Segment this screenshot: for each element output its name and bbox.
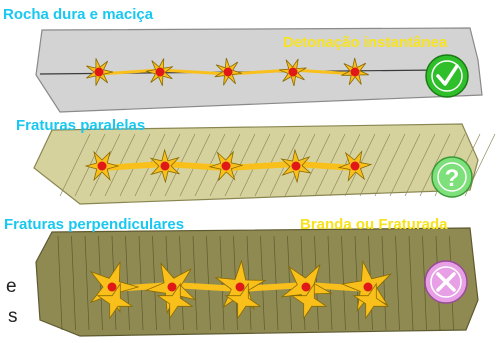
- charge-dot: [292, 162, 301, 171]
- charge-dot: [224, 68, 233, 77]
- result-label-instant: Detonação instantânea: [283, 34, 447, 51]
- side-text-fragment-e: e: [6, 276, 17, 298]
- check-icon: [426, 55, 468, 97]
- charge-dot: [364, 283, 373, 292]
- charge-dot: [156, 68, 165, 77]
- charge-dot: [95, 68, 104, 77]
- result-label-fractured: Branda ou Fraturada: [300, 216, 448, 233]
- panel-perpendicular-fractures: [36, 228, 478, 336]
- charge-dot: [289, 68, 298, 77]
- charge-dot: [161, 162, 170, 171]
- panel-title-perpendicular: Fraturas perpendiculares: [4, 216, 184, 233]
- charge-dot: [351, 162, 360, 171]
- question-icon: ?: [432, 157, 472, 197]
- svg-text:?: ?: [445, 165, 460, 192]
- panel-title-parallel: Fraturas paralelas: [16, 117, 145, 134]
- charge-dot: [236, 283, 245, 292]
- charge-dot: [351, 68, 360, 77]
- panel-parallel-fractures: [34, 124, 495, 204]
- charge-dot: [168, 283, 177, 292]
- charge-dot: [222, 162, 231, 171]
- panel-title-massive: Rocha dura e maciça: [3, 6, 153, 23]
- cross-icon: [425, 261, 467, 303]
- charge-dot: [108, 283, 117, 292]
- charge-dot: [98, 162, 107, 171]
- side-text-fragment-s: s: [8, 306, 18, 328]
- charge-dot: [302, 283, 311, 292]
